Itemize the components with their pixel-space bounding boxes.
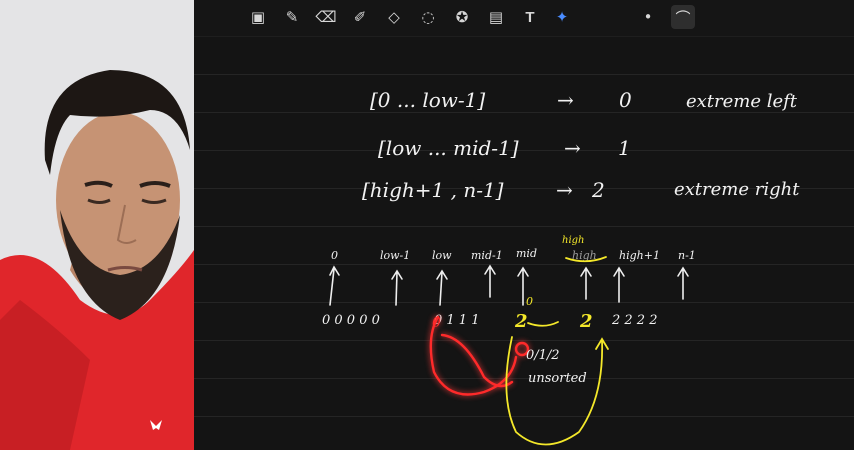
index-arrows [329, 264, 689, 306]
text-icon[interactable]: T [525, 8, 535, 26]
array-zeros: 0 0 0 0 0 [322, 313, 380, 328]
index-label: high [572, 249, 597, 262]
range-text: [0 ... low-1] [370, 88, 485, 112]
image-icon[interactable]: ▤ [488, 8, 504, 26]
webcam-overlay [0, 0, 194, 450]
index-label: mid-1 [471, 249, 503, 262]
array-two-high: 2 [579, 311, 593, 332]
presenter-video [0, 0, 194, 450]
sticker-icon[interactable]: ✪ [455, 8, 469, 26]
writing-canvas[interactable]: [0 ... low-1] → 0 extreme left [low ... … [194, 37, 854, 450]
circled-zero: 0 [432, 315, 441, 331]
index-label: low-1 [380, 249, 410, 262]
arrow-text: → [557, 88, 574, 112]
value-text: 2 [591, 178, 605, 202]
value-text: 1 [618, 136, 631, 160]
array-twos: 2 2 2 2 [611, 313, 657, 328]
array-two-mid: 2 [514, 311, 528, 332]
value-text: 0 [619, 88, 632, 112]
eraser-icon[interactable]: ⌫ [315, 8, 337, 26]
index-label: mid [516, 247, 537, 260]
index-label: n-1 [678, 249, 696, 262]
index-label: 0 [331, 249, 338, 262]
laser-pointer-icon[interactable]: ✦ [555, 8, 569, 26]
unsorted-values: 0/1/2 [526, 348, 560, 363]
lasso-icon[interactable]: ◌ [421, 8, 435, 26]
pen-icon[interactable]: ✎ [285, 8, 299, 26]
laser-annotation: 0 [429, 315, 530, 396]
high-highlight [565, 256, 607, 263]
unsorted-label: unsorted [528, 371, 587, 386]
index-label: low [432, 249, 452, 262]
swap-arrow [505, 336, 609, 446]
lasso-image-icon[interactable]: ▣ [250, 8, 266, 26]
range-text: [low ... mid-1] [378, 136, 519, 160]
array-ones: 0 1 1 1 [434, 313, 479, 328]
zero-above: 0 [526, 295, 533, 308]
range-text: [high+1 , n-1] [362, 178, 504, 202]
comment-text: extreme right [674, 179, 800, 200]
shapes-icon[interactable]: ◇ [388, 8, 400, 26]
comment-text: extreme left [686, 91, 798, 112]
handwriting-layer: [0 ... low-1] → 0 extreme left [low ... … [322, 88, 800, 446]
high-label: high [562, 235, 584, 246]
color-dot-icon[interactable]: • [643, 8, 653, 26]
arrow-text: → [564, 136, 581, 160]
index-label: high+1 [619, 249, 660, 262]
stroke-width-icon[interactable]: ⌒ [671, 5, 695, 29]
wave-mark [527, 321, 559, 327]
notes-app-window: ▣ ✎ ⌫ ✐ ◇ ◌ ✪ ▤ T ✦ • ⌒ [0 ... low-1] → … [194, 0, 854, 450]
highlighter-icon[interactable]: ✐ [353, 8, 367, 26]
drawing-toolbar: ▣ ✎ ⌫ ✐ ◇ ◌ ✪ ▤ T ✦ • ⌒ [194, 0, 854, 37]
arrow-text: → [556, 178, 573, 202]
